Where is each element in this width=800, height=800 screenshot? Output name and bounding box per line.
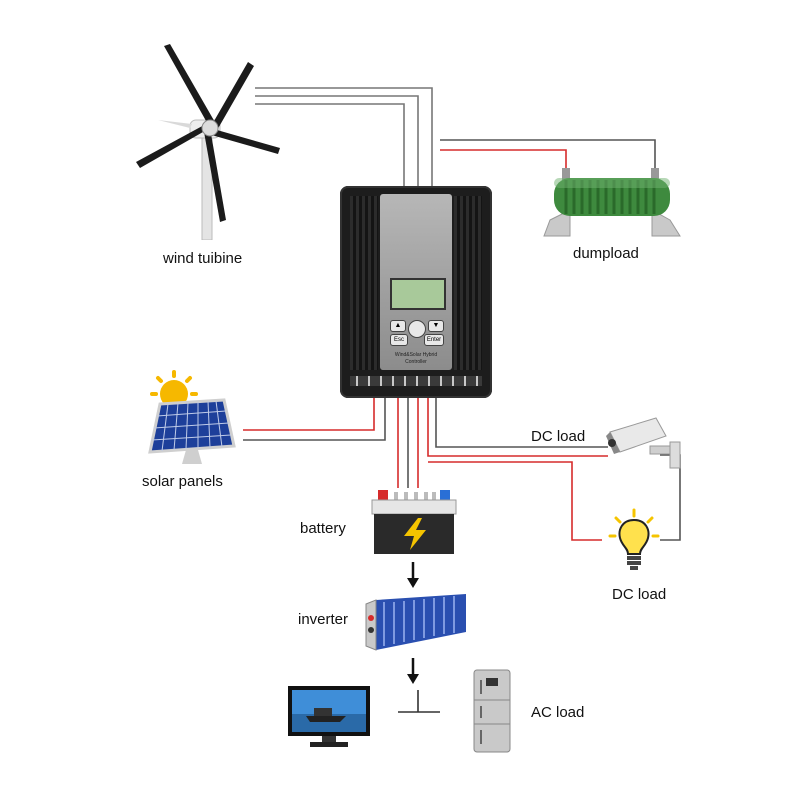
controller-buttons: ▲ ▼ Esc Enter (388, 318, 444, 346)
battery-icon (371, 490, 457, 554)
hybrid-controller: ▲ ▼ Esc Enter Wind&Solar Hybrid Controll… (340, 186, 492, 398)
wind-wire-2 (255, 95, 419, 190)
dumpload-icon (543, 168, 681, 237)
solar-panels-label: solar panels (142, 473, 223, 490)
inverter-label: inverter (298, 611, 349, 628)
controller-name-line1: Wind&Solar Hybrid (394, 352, 438, 358)
camera-wire-neg (435, 398, 608, 448)
wind-wire-3 (255, 103, 405, 190)
security-camera-icon (606, 417, 681, 469)
solar-panel-icon (148, 370, 236, 464)
up-button[interactable]: ▲ (390, 320, 406, 332)
controller-face-panel: ▲ ▼ Esc Enter Wind&Solar Hybrid Controll… (380, 194, 452, 370)
dc-load-bulb-label: DC load (612, 586, 667, 603)
solar-wire-neg (243, 398, 386, 441)
controller-terminal-strip (350, 376, 482, 386)
television-icon (288, 686, 370, 747)
dumpload-wire-neg (440, 139, 656, 172)
light-bulb-icon (608, 508, 660, 570)
dumpload-wire-pos (440, 149, 567, 172)
sun-icon (160, 380, 188, 408)
down-button[interactable]: ▼ (428, 320, 444, 332)
ac-load-label: AC load (531, 704, 585, 721)
inverter-icon (365, 594, 466, 651)
dumpload-label: dumpload (573, 245, 639, 262)
ac-split-line (398, 690, 440, 713)
wind-turbine-icon (136, 44, 280, 240)
esc-button[interactable]: Esc (390, 334, 408, 346)
wind-turbine-label: wind tuibine (163, 250, 243, 267)
flow-arrows (407, 562, 419, 684)
solar-wire-pos (243, 398, 375, 431)
battery-label: battery (300, 520, 346, 537)
controller-fins-left (350, 196, 378, 370)
enter-button[interactable]: Enter (424, 334, 444, 346)
controller-name-line2: Controller (405, 359, 427, 365)
bulb-wire-pos (428, 461, 602, 541)
enter-ring-button[interactable] (408, 320, 426, 338)
controller-fins-right (454, 196, 482, 370)
controller-lcd-screen (390, 278, 446, 310)
wind-wire-1 (255, 87, 433, 190)
refrigerator-icon (473, 669, 511, 753)
camera-wire-pos (427, 398, 608, 457)
dc-load-camera-label: DC load (531, 428, 586, 445)
